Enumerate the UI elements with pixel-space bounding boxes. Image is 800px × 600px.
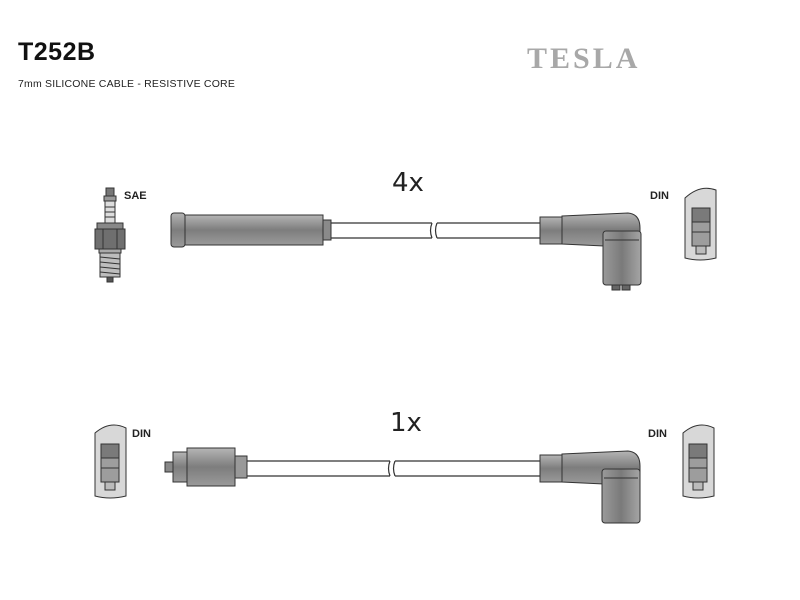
set-1-left-end-label: SAE xyxy=(124,190,147,202)
spark-plug-icon xyxy=(94,187,126,283)
set-2-left-end-label: DIN xyxy=(132,428,151,440)
set-1-right-end-label: DIN xyxy=(650,190,669,202)
set-1-cable xyxy=(331,222,540,239)
set-1-din-terminal-icon xyxy=(684,187,717,261)
set-2-right-end-label: DIN xyxy=(648,428,667,440)
set-1-straight-boot xyxy=(170,212,332,248)
cable-description: 7mm SILICONE CABLE - RESISTIVE CORE xyxy=(18,78,236,90)
set-2-right-din-terminal-icon xyxy=(682,424,715,499)
set-2-quantity: 1x xyxy=(390,408,422,438)
set-2-angled-boot xyxy=(539,450,641,524)
set-2-distributor-boot xyxy=(164,447,248,487)
set-2-cable xyxy=(247,460,540,477)
set-2-left-din-terminal-icon xyxy=(94,424,127,499)
set-1-angled-boot xyxy=(539,212,642,291)
part-number: T252B xyxy=(18,38,96,66)
brand-logo: TESLA xyxy=(527,42,641,75)
set-1-quantity: 4x xyxy=(392,168,424,198)
